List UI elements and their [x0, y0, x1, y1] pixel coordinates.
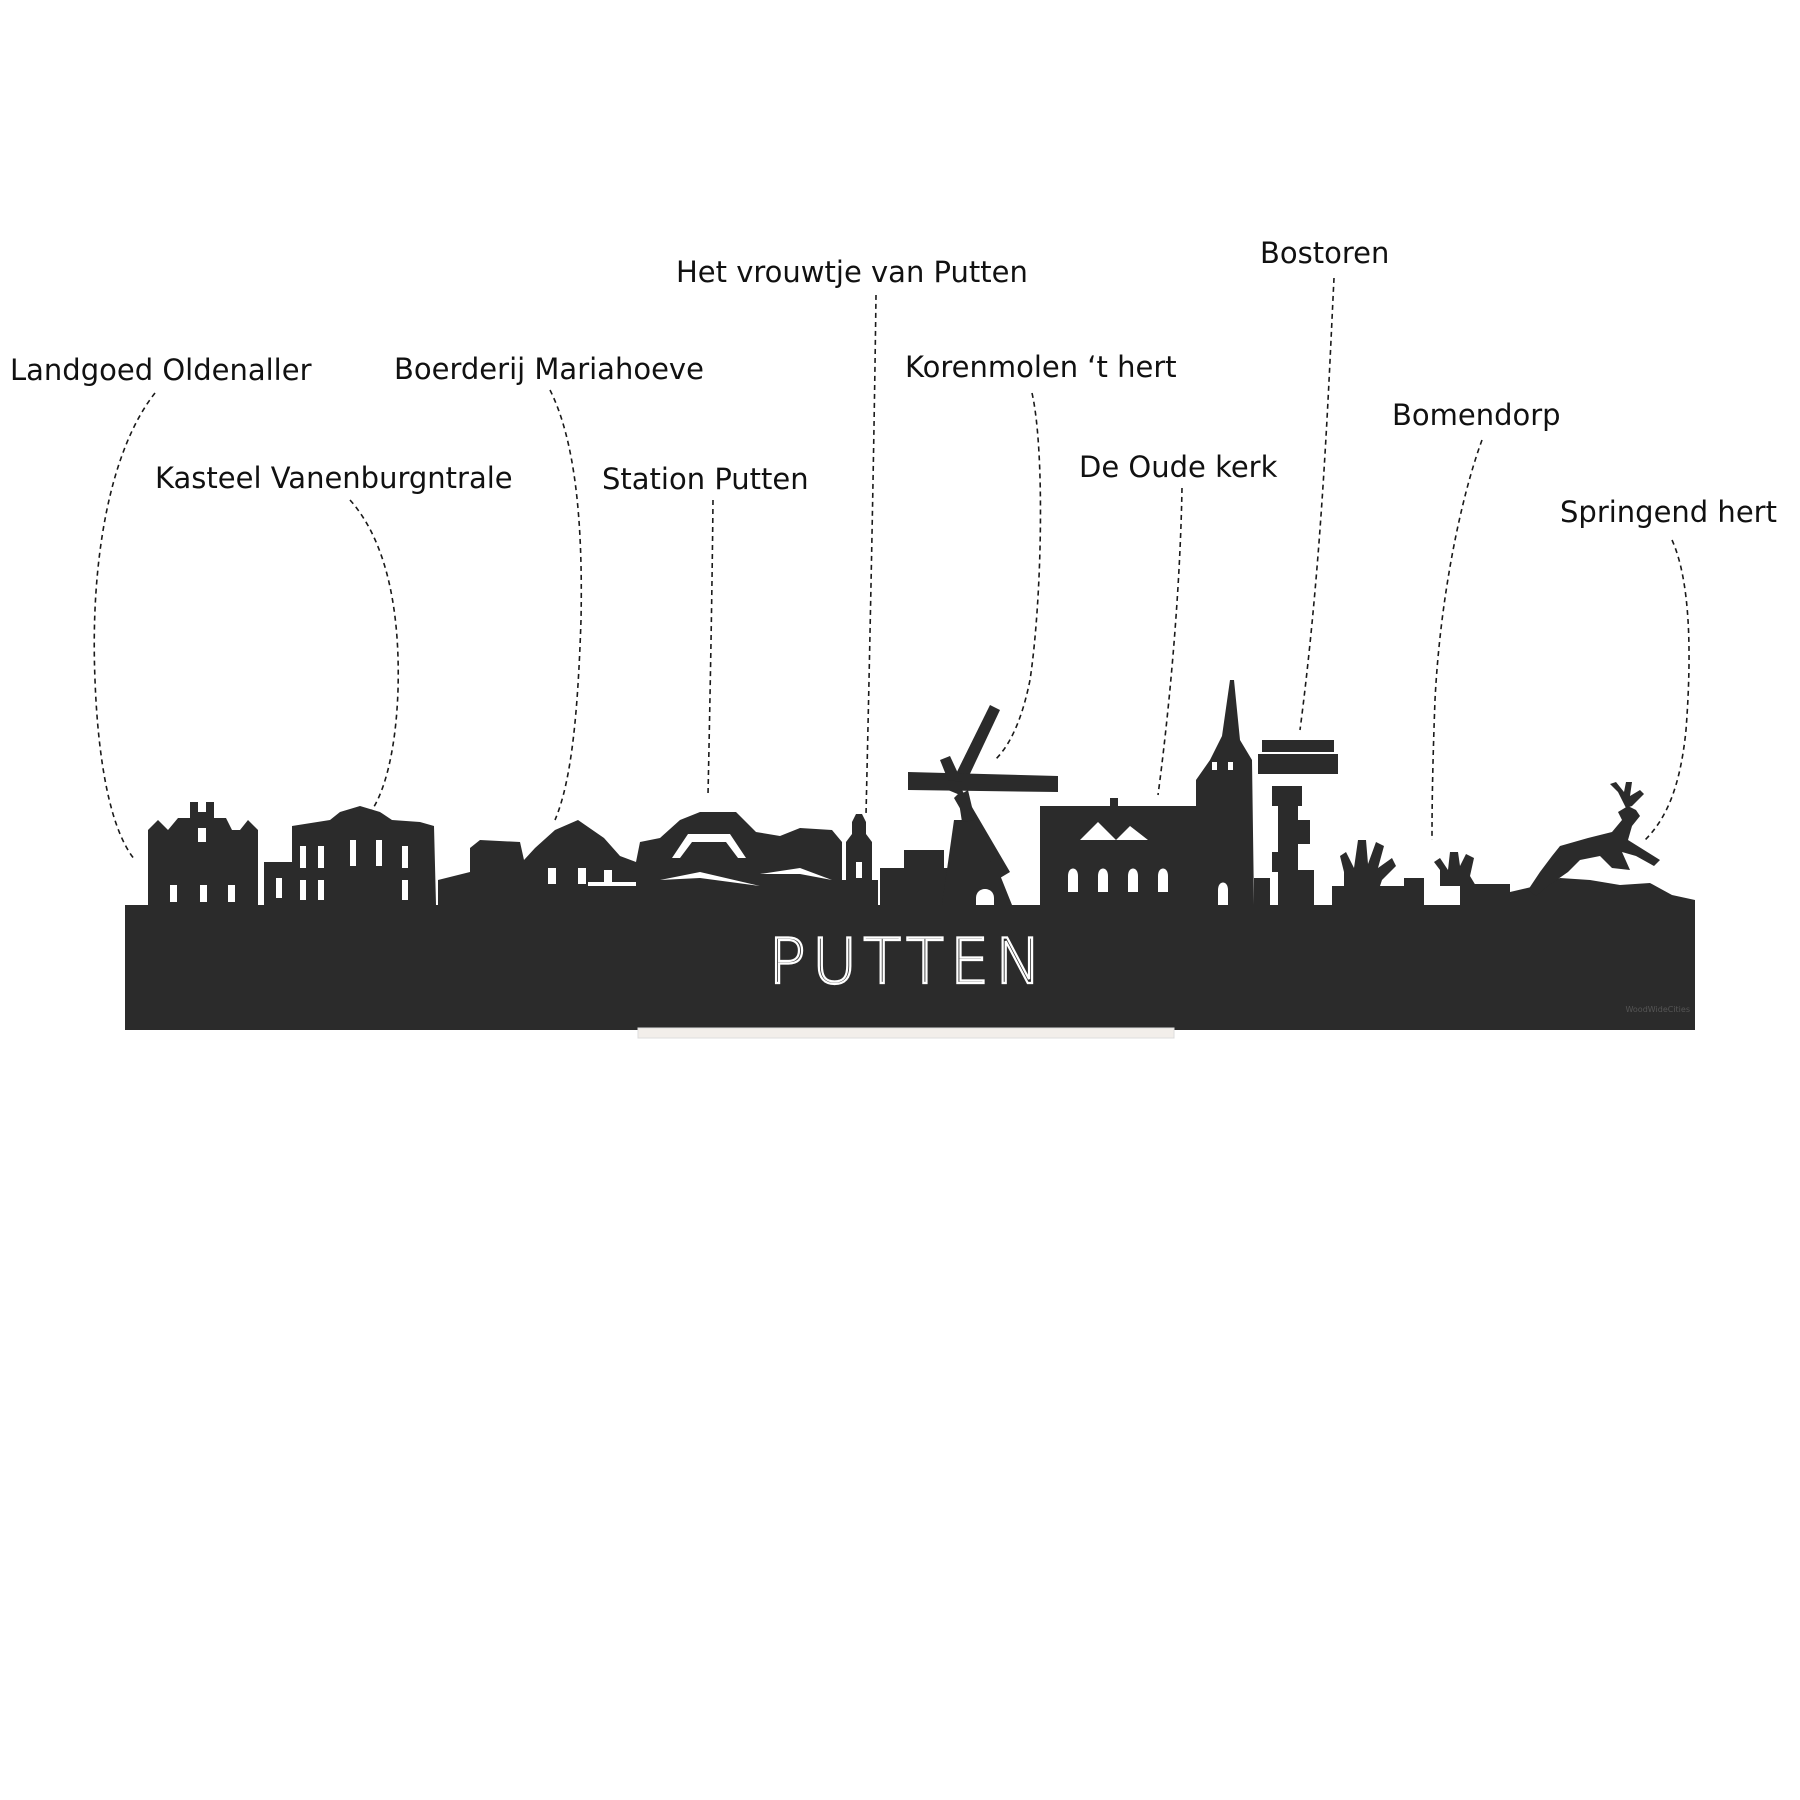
skyline-base: [125, 905, 1695, 1030]
de-oude-kerk-silhouette: [1040, 680, 1270, 905]
leader-bomendorp: [1431, 439, 1483, 841]
leader-springend-hert: [1644, 539, 1690, 841]
maker-mark: WoodWideCities: [1625, 1005, 1690, 1014]
display-stand: [637, 1027, 1175, 1039]
vrouwtje-van-putten-silhouette: [832, 814, 878, 905]
kasteel-vanenburg-silhouette: [264, 806, 436, 905]
korenmolen-silhouette: [880, 705, 1058, 905]
leader-vrouwtje-van-putten: [865, 294, 877, 816]
leader-boerderij-mariahoeve: [549, 389, 583, 821]
label-kasteel-vanenburg: Kasteel Vanenburgntrale: [155, 461, 513, 495]
label-korenmolen: Korenmolen ‘t hert: [905, 350, 1177, 384]
city-name: PUTTEN: [769, 925, 1048, 998]
bomendorp-silhouette: [1332, 840, 1510, 905]
label-boerderij-mariahoeve: Boerderij Mariahoeve: [394, 352, 704, 386]
station-putten-silhouette: [636, 812, 842, 905]
label-vrouwtje-van-putten: Het vrouwtje van Putten: [676, 255, 1028, 289]
boerderij-mariahoeve-silhouette: [524, 820, 638, 905]
landmark-labels: Landgoed Oldenaller Kasteel Vanenburgntr…: [10, 236, 1777, 529]
leader-bostoren: [1299, 277, 1335, 731]
label-bostoren: Bostoren: [1260, 236, 1389, 270]
label-springend-hert: Springend hert: [1560, 495, 1777, 529]
leader-landgoed-oldenaller: [93, 392, 156, 861]
leader-station-putten: [707, 499, 714, 796]
skyline-silhouette: PUTTEN WoodWideCities: [125, 680, 1695, 1039]
label-landgoed-oldenaller: Landgoed Oldenaller: [10, 353, 312, 387]
label-bomendorp: Bomendorp: [1392, 398, 1561, 432]
label-station-putten: Station Putten: [602, 462, 809, 496]
label-de-oude-kerk: De Oude kerk: [1079, 450, 1278, 484]
leader-korenmolen: [994, 392, 1042, 761]
landgoed-oldenaller-silhouette: [148, 802, 258, 905]
low-house-silhouette: [438, 840, 524, 905]
springend-hert-silhouette: [1510, 782, 1695, 905]
leader-kasteel-vanenburg: [349, 499, 400, 811]
bostoren-silhouette: [1258, 740, 1338, 905]
leader-de-oude-kerk: [1157, 487, 1183, 796]
leader-lines: [93, 277, 1690, 861]
